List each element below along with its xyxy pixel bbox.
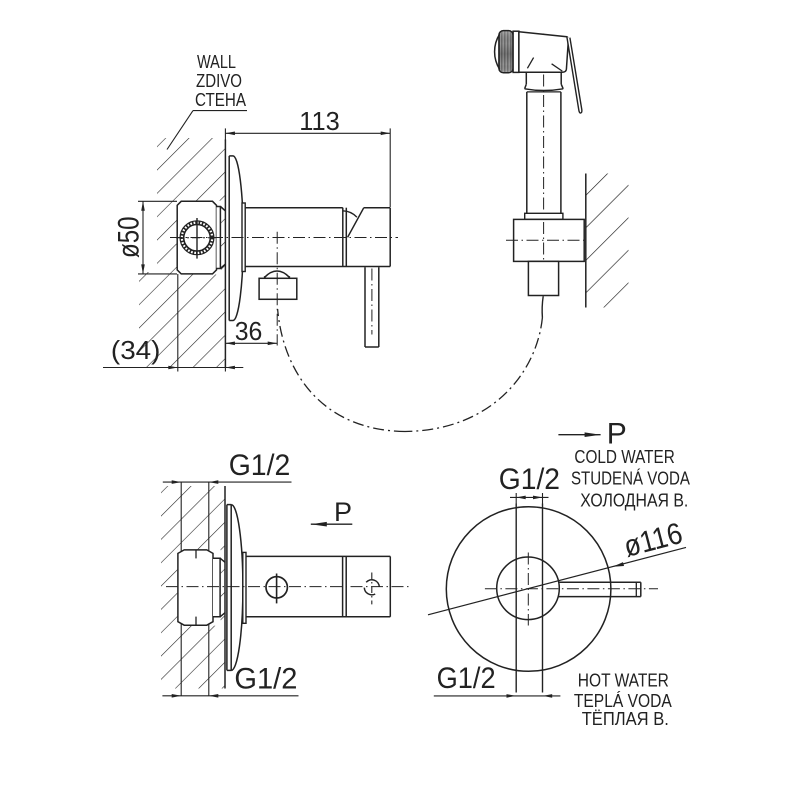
svg-text:WALL: WALL [197, 51, 236, 72]
svg-text:P: P [334, 497, 352, 527]
svg-text:STUDENÁ VODA: STUDENÁ VODA [571, 469, 690, 489]
svg-text:113: 113 [299, 106, 340, 136]
svg-text:(34): (34) [111, 335, 161, 365]
svg-text:TEPLÁ VODA: TEPLÁ VODA [574, 691, 672, 711]
svg-text:ZDIVO: ZDIVO [196, 70, 242, 91]
svg-text:G1/2: G1/2 [499, 463, 560, 496]
svg-text:ø50: ø50 [113, 217, 146, 259]
svg-text:P: P [607, 418, 627, 451]
svg-text:G1/2: G1/2 [437, 662, 496, 695]
svg-text:G1/2: G1/2 [229, 449, 291, 482]
svg-text:ТЁПЛАЯ В.: ТЁПЛАЯ В. [582, 709, 669, 729]
svg-text:СТЕНА: СТЕНА [195, 89, 247, 110]
svg-text:COLD WATER: COLD WATER [574, 447, 674, 467]
svg-text:G1/2: G1/2 [234, 662, 297, 695]
svg-text:ХОЛОДНАЯ В.: ХОЛОДНАЯ В. [580, 491, 688, 511]
svg-text:HOT WATER: HOT WATER [578, 670, 669, 690]
svg-text:36: 36 [235, 316, 263, 346]
